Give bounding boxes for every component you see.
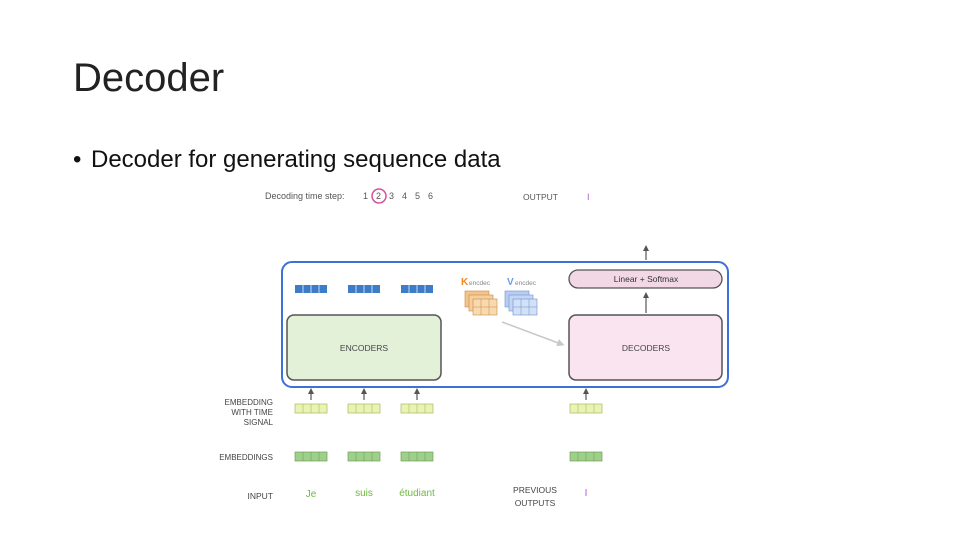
embedding-vector	[400, 451, 434, 462]
output-token: I	[587, 192, 590, 202]
input-word-suis: suis	[355, 488, 373, 499]
time-step-4: 4	[402, 191, 407, 201]
v-letter: V	[507, 277, 514, 288]
kv-to-decoder-arrow	[501, 321, 565, 347]
encoders-box	[286, 314, 442, 381]
time-step-2: 2	[376, 191, 381, 201]
embedding-time-label-line3: SIGNAL	[244, 418, 274, 427]
time-signal-vector	[400, 403, 434, 414]
time-signal-vector	[347, 403, 381, 414]
previous-outputs-label-line2: OUTPUTS	[515, 498, 556, 508]
embeddings-label: EMBEDDINGS	[219, 453, 273, 462]
embedding-vectors	[294, 451, 603, 462]
previous-output-token: I	[585, 488, 588, 499]
v-encdec-matrix	[504, 290, 538, 316]
encoder-output-vector	[401, 285, 433, 293]
time-steps: 1 2 3 4 5 6	[363, 188, 433, 204]
bullet-symbol: •	[73, 146, 82, 173]
bullet-item: • Decoder for generating sequence data	[73, 146, 501, 174]
bullet-text: Decoder for generating sequence data	[91, 146, 501, 173]
input-label: INPUT	[248, 491, 274, 501]
decoders-label: DECODERS	[622, 343, 671, 353]
time-signal-vectors	[294, 403, 603, 414]
embedding-vector	[294, 451, 328, 462]
previous-outputs-label-line1: PREVIOUS	[513, 485, 557, 495]
encoder-output-vector	[348, 285, 380, 293]
k-subscript: encdec	[469, 280, 491, 287]
output-label: OUTPUT	[523, 192, 558, 202]
encoder-output-vector	[295, 285, 327, 293]
input-word-je: Je	[306, 489, 317, 500]
k-encdec-matrix	[464, 290, 498, 316]
k-letter: K	[461, 277, 469, 288]
embedding-time-label-line2: WITH TIME	[231, 408, 273, 417]
embedding-time-label-line1: EMBEDDING	[225, 398, 273, 407]
embedding-vector	[347, 451, 381, 462]
linear-softmax-box	[568, 269, 723, 289]
embedding-vector	[569, 451, 603, 462]
time-step-1: 1	[363, 191, 368, 201]
encoder-output-vectors	[295, 285, 433, 293]
current-step-circle	[371, 188, 387, 204]
time-step-3: 3	[389, 191, 394, 201]
time-step-label: Decoding time step:	[265, 191, 345, 201]
linear-softmax-label: Linear + Softmax	[614, 274, 679, 284]
encoders-label: ENCODERS	[340, 343, 389, 353]
transformer-frame	[281, 261, 729, 388]
slide-title: Decoder	[73, 56, 225, 100]
time-step-6: 6	[428, 191, 433, 201]
time-signal-vector	[569, 403, 603, 414]
v-subscript: encdec	[515, 280, 537, 287]
time-signal-vector	[294, 403, 328, 414]
time-step-5: 5	[415, 191, 420, 201]
decoders-box	[568, 314, 723, 381]
input-word-etudiant: étudiant	[399, 488, 435, 499]
